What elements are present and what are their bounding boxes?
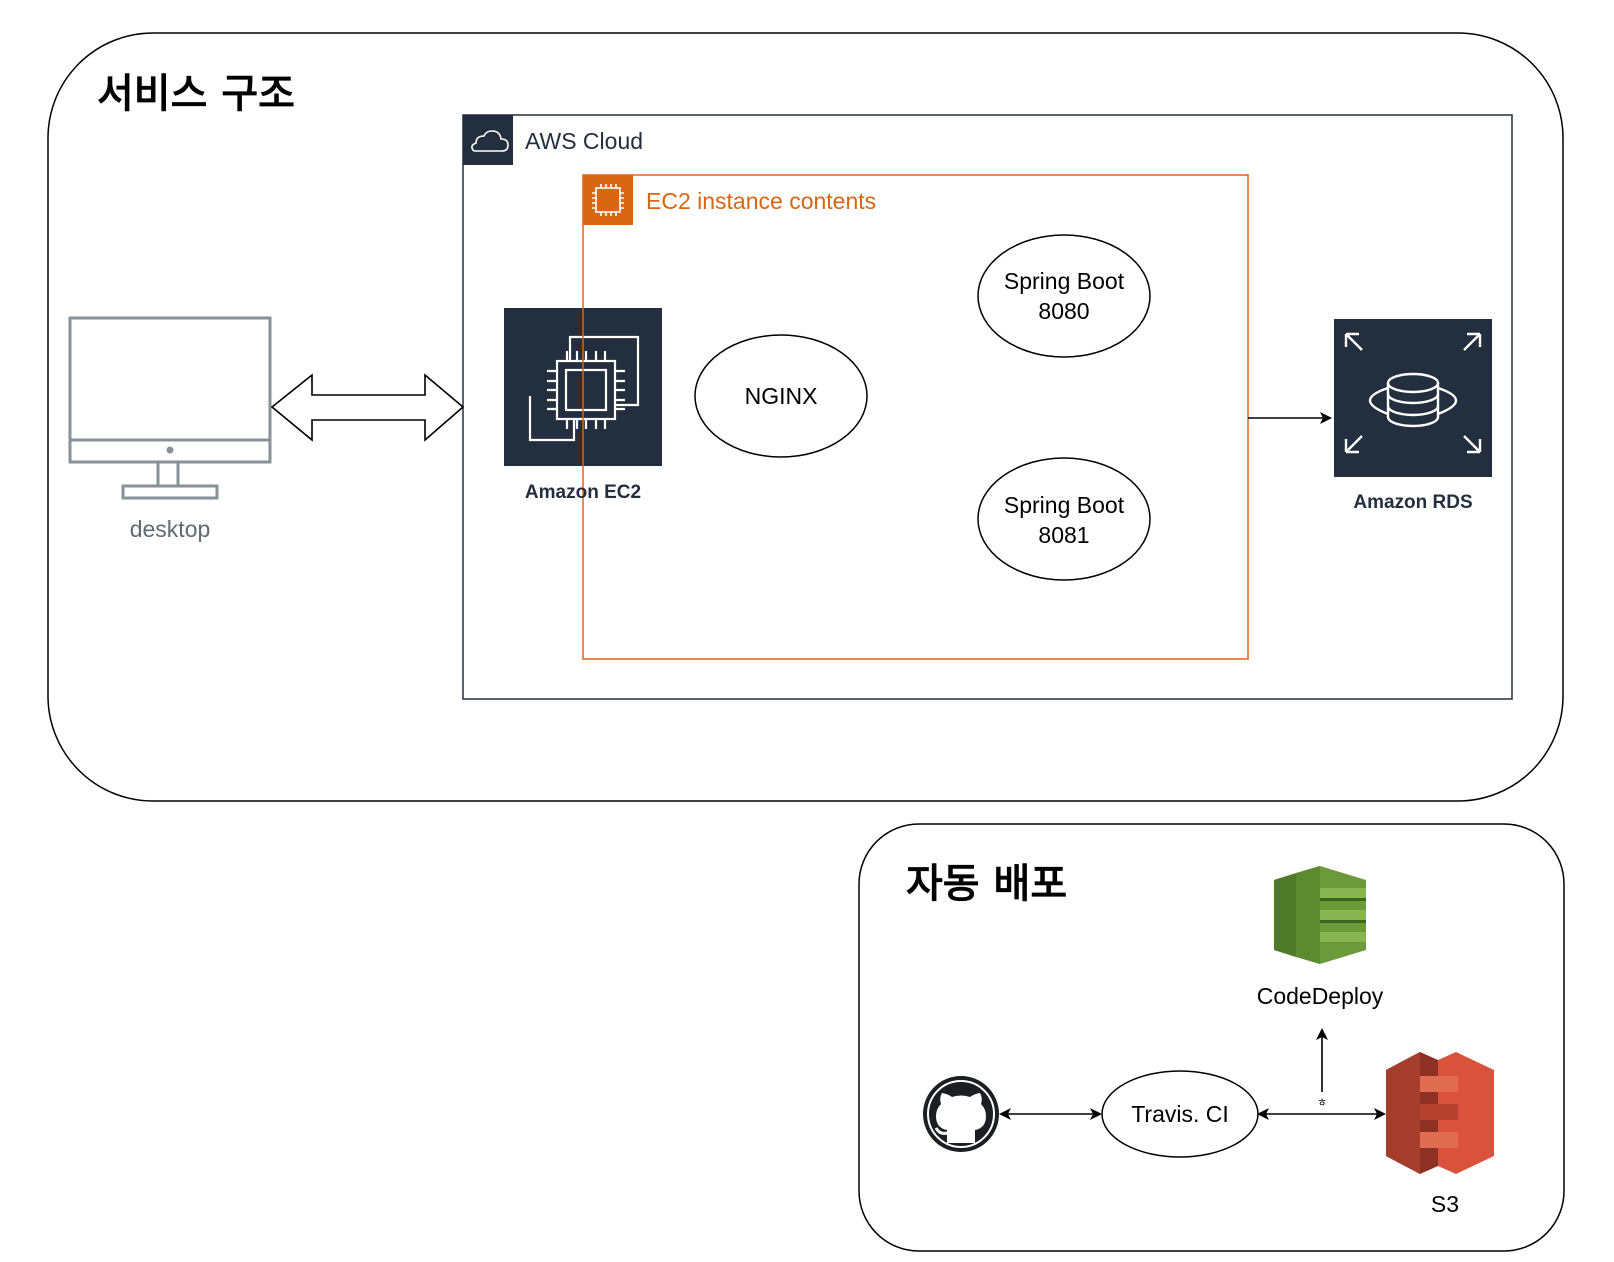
s3-node: S3: [1386, 1052, 1494, 1217]
chip-icon: [592, 184, 624, 216]
edge-label-bg: [1314, 1094, 1330, 1108]
spring-boot-8081-label: Spring Boot: [1004, 492, 1125, 518]
spring-boot-8080-label: Spring Boot: [1004, 268, 1125, 294]
desktop-node: desktop: [68, 316, 272, 542]
codedeploy-node: CodeDeploy: [1257, 866, 1384, 1009]
spring-boot-8081-ellipse: [977, 457, 1151, 581]
travis-ci-label: Travis. CI: [1131, 1101, 1229, 1127]
spring-boot-8080-port: 8080: [1038, 298, 1089, 324]
ec2-instance-label: EC2 instance contents: [646, 188, 876, 214]
amazon-ec2-label: Amazon EC2: [525, 482, 641, 503]
rds-icon: [1334, 319, 1492, 477]
cloud-icon: [471, 130, 509, 152]
aws-cloud-label: AWS Cloud: [525, 128, 643, 154]
nginx-ellipse: [694, 334, 868, 458]
codedeploy-label: CodeDeploy: [1257, 983, 1384, 1009]
spring-boot-8080-node: Spring Boot 8080: [977, 234, 1151, 358]
desktop-label: desktop: [130, 516, 211, 542]
amazon-rds-label: Amazon RDS: [1353, 492, 1472, 513]
service-structure-title: 서비스 구조: [97, 71, 295, 117]
s3-label: S3: [1431, 1191, 1459, 1217]
s3-icon: [1386, 1052, 1494, 1174]
travis-ci-node: Travis. CI: [1101, 1070, 1259, 1158]
monitor-power-dot: [166, 446, 174, 454]
auto-deploy-group: 자동 배포: [858, 823, 1565, 1252]
github-node: [923, 1076, 999, 1152]
spring-boot-8080-ellipse: [977, 234, 1151, 358]
desktop-aws-double-arrow: [270, 373, 465, 442]
spring-boot-8081-node: Spring Boot 8081: [977, 457, 1151, 581]
ec2-instance-badge: [583, 175, 633, 225]
nginx-node: NGINX: [694, 334, 868, 458]
spring-boot-8081-port: 8081: [1038, 522, 1089, 548]
monitor-icon: [68, 316, 272, 500]
codedeploy-icon: [1274, 866, 1366, 964]
ec2-instance-group: EC2 instance contents: [582, 174, 1249, 660]
edge-label: ㅎ: [1317, 1097, 1327, 1109]
auto-deploy-title: 자동 배포: [906, 861, 1067, 907]
amazon-rds-node: Amazon RDS: [1334, 319, 1492, 513]
nginx-label: NGINX: [745, 383, 818, 409]
